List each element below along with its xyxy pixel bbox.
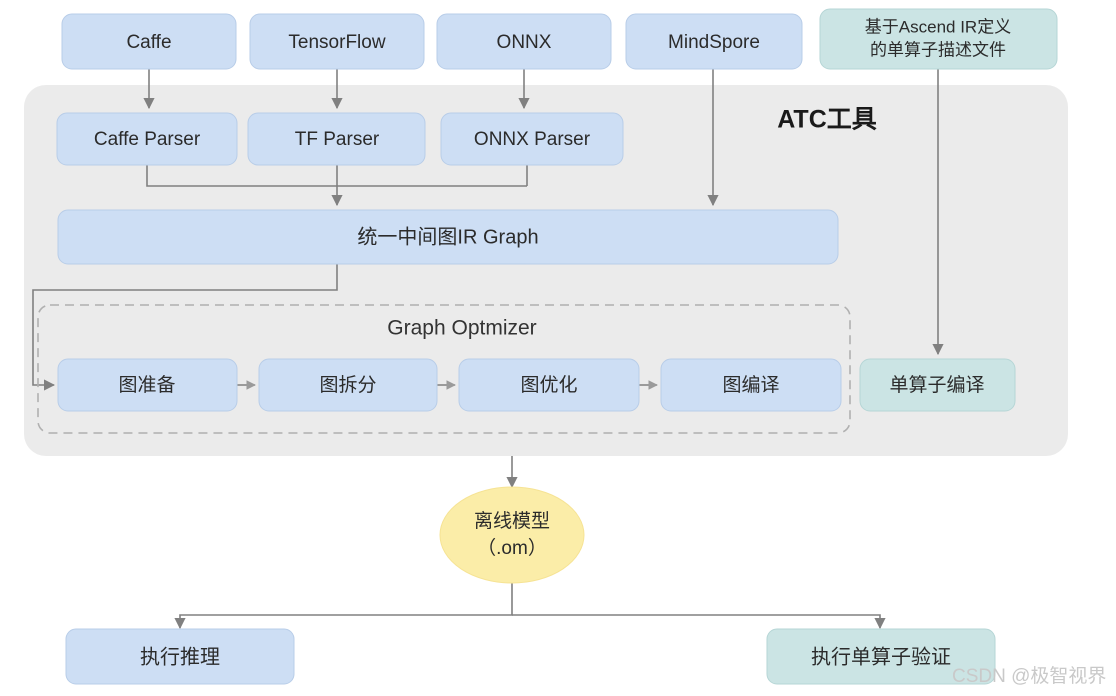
- node-single-operator-compile[interactable]: 单算子编译: [859, 358, 1016, 412]
- node-framework-mindspore[interactable]: MindSpore: [625, 13, 803, 70]
- node-operator-description-file[interactable]: 基于Ascend IR定义 的单算子描述文件: [819, 8, 1058, 70]
- graph-optimizer-label: Graph Optmizer: [387, 317, 536, 340]
- node-offline-model[interactable]: 离线模型 （.om）: [439, 486, 585, 584]
- node-stage-graph-compile-box[interactable]: [660, 358, 842, 412]
- node-framework-mindspore-box[interactable]: [625, 13, 803, 70]
- edge-offline-model-to-op-verify: [512, 614, 886, 630]
- node-framework-onnx-box[interactable]: [436, 13, 612, 70]
- node-stage-graph-compile-label: 图编译: [722, 374, 779, 396]
- node-stage-graph-optimize-box[interactable]: [458, 358, 640, 412]
- node-caffe-parser[interactable]: Caffe Parser: [56, 112, 238, 166]
- node-tf-parser[interactable]: TF Parser: [247, 112, 426, 166]
- node-framework-onnx-label: ONNX: [497, 32, 552, 53]
- node-execute-single-op-verify-label: 执行单算子验证: [811, 645, 951, 668]
- node-framework-onnx[interactable]: ONNX: [436, 13, 612, 70]
- node-onnx-parser-box[interactable]: [440, 112, 624, 166]
- node-stage-graph-optimize-label: 图优化: [520, 374, 577, 396]
- node-single-operator-compile-label: 单算子编译: [889, 374, 984, 396]
- atc-tool-title: ATC工具: [777, 106, 877, 134]
- node-caffe-parser-box[interactable]: [56, 112, 238, 166]
- node-framework-caffe-label: Caffe: [126, 32, 171, 53]
- node-stage-graph-prepare-box[interactable]: [57, 358, 238, 412]
- node-single-operator-compile-box[interactable]: [859, 358, 1016, 412]
- node-onnx-parser[interactable]: ONNX Parser: [440, 112, 624, 166]
- node-stage-graph-split[interactable]: 图拆分: [258, 358, 438, 412]
- node-ir-graph[interactable]: 统一中间图IR Graph: [57, 209, 839, 265]
- node-stage-graph-prepare-label: 图准备: [118, 374, 175, 396]
- node-execute-single-op-verify[interactable]: 执行单算子验证: [766, 628, 996, 685]
- node-execute-inference[interactable]: 执行推理: [65, 628, 295, 685]
- node-execute-inference-box[interactable]: [65, 628, 295, 685]
- edge-offline-model-to-inference: [174, 582, 513, 630]
- node-stage-graph-optimize[interactable]: 图优化: [458, 358, 640, 412]
- node-stage-graph-split-box[interactable]: [258, 358, 438, 412]
- node-stage-graph-prepare[interactable]: 图准备: [57, 358, 238, 412]
- node-framework-tensorflow[interactable]: TensorFlow: [249, 13, 425, 70]
- node-offline-model-label-line2: （.om）: [477, 537, 547, 559]
- node-ir-graph-box[interactable]: [57, 209, 839, 265]
- edge-ir-graph-to-graph-prepare: [32, 263, 338, 391]
- node-operator-description-file-label-line1: 基于Ascend IR定义: [865, 17, 1011, 36]
- edge-caffe-parser-merge: [146, 165, 527, 187]
- node-framework-caffe[interactable]: Caffe: [61, 13, 237, 70]
- node-framework-tensorflow-label: TensorFlow: [288, 32, 385, 53]
- node-framework-caffe-box[interactable]: [61, 13, 237, 70]
- node-caffe-parser-label: Caffe Parser: [94, 129, 201, 150]
- node-offline-model-ellipse[interactable]: [439, 486, 585, 584]
- node-ir-graph-label: 统一中间图IR Graph: [357, 225, 538, 248]
- node-operator-description-file-box[interactable]: [819, 8, 1058, 70]
- node-framework-mindspore-label: MindSpore: [668, 32, 760, 53]
- node-onnx-parser-label: ONNX Parser: [474, 129, 591, 150]
- node-operator-description-file-label-line2: 的单算子描述文件: [870, 40, 1006, 59]
- node-offline-model-label-line1: 离线模型: [474, 510, 550, 532]
- node-tf-parser-box[interactable]: [247, 112, 426, 166]
- watermark-text: CSDN @极智视界: [952, 665, 1106, 687]
- node-stage-graph-split-label: 图拆分: [319, 374, 376, 396]
- graph-optimizer-panel: [37, 304, 851, 434]
- node-stage-graph-compile[interactable]: 图编译: [660, 358, 842, 412]
- node-execute-inference-label: 执行推理: [140, 645, 220, 668]
- node-execute-single-op-verify-box[interactable]: [766, 628, 996, 685]
- node-tf-parser-label: TF Parser: [295, 129, 380, 150]
- node-framework-tensorflow-box[interactable]: [249, 13, 425, 70]
